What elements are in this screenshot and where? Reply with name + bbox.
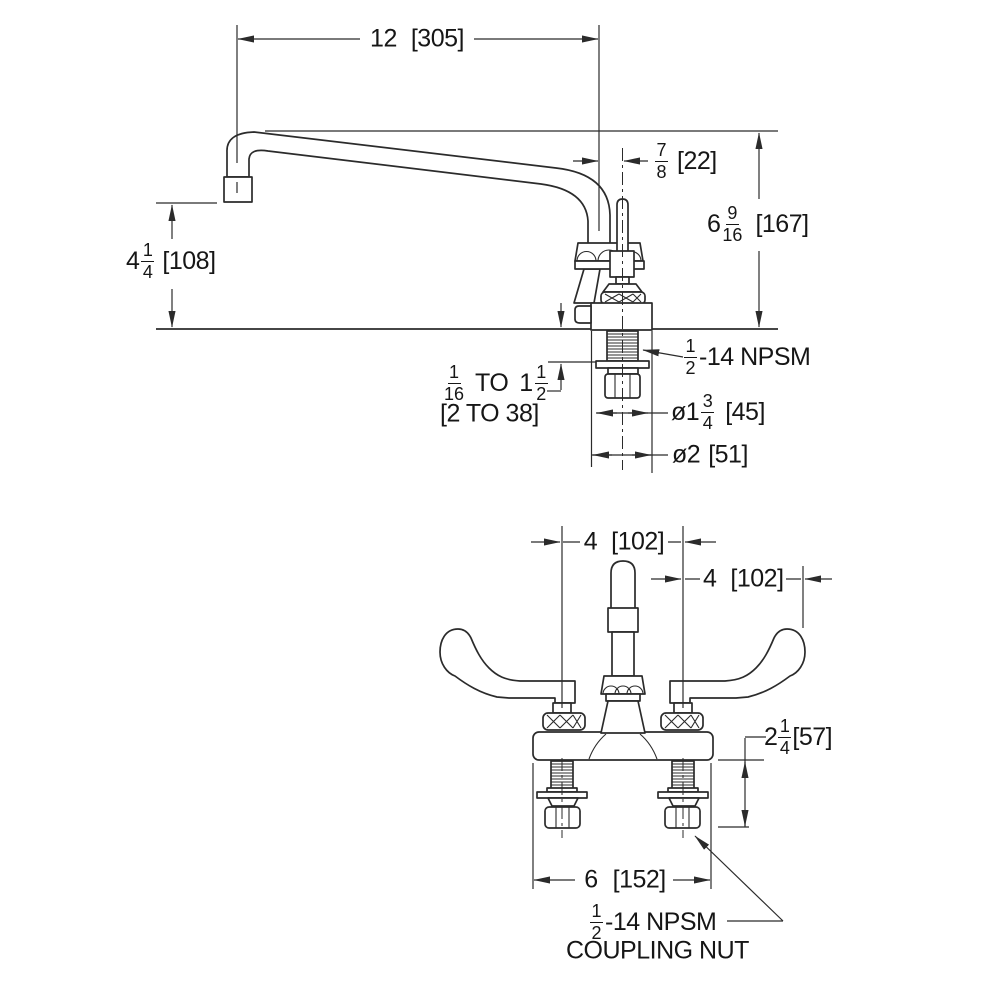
thread-spec: -14 NPSM [699,342,811,371]
dim-value-max: 1 1 2 [519,362,548,404]
dim-below-deck-clearance: 2 1 4 [57] [764,716,833,758]
dim-metric: [305] [410,24,465,53]
dim-fraction: 1 4 [141,240,155,282]
side-view-dimension-lines [156,35,763,459]
dim-fraction-max: 1 2 [534,362,548,404]
note-shank-thread: 1 2 -14 NPSM [684,336,811,378]
spout-swivel-nut [600,675,646,695]
dim-metric: [57] [792,722,833,751]
body-block [590,302,653,331]
thread-leader-line [642,349,684,358]
dim-fraction-min: 1 16 [444,362,465,404]
dim-handle-length: 4 [102] [703,565,784,594]
dim-spout-reach: 12 [305] [370,25,464,54]
dim-fraction: 1 2 [590,901,604,943]
extension-lines-base-width [532,763,712,889]
dim-metric: [102] [611,527,665,556]
dim-shank-diameter: ø2 [51] [672,441,748,470]
spout-neck [573,268,601,304]
base-boss-flare [588,733,658,760]
note-coupling-nut-line2: COUPLING NUT [566,937,749,966]
dim-metric: [102] [730,564,784,593]
dim-base-width: 6 [152] [584,866,666,895]
dim-fraction: 3 4 [701,391,715,433]
side-view-drawing [156,25,778,473]
dim-deck-thickness-metric: [2 TO 38] [440,400,539,429]
right-bonnet-knurl-pattern [664,714,700,729]
base-plate [532,731,714,761]
spout-ring [605,693,641,702]
left-handle-blade [439,628,576,704]
dim-value: 2 [764,722,778,751]
dim-value: ø2 [672,440,701,469]
dim-metric: [167] [755,209,809,238]
dim-metric: [108] [162,246,216,275]
dim-flange-diameter: ø1 3 4 [45] [671,392,765,432]
dim-fraction: 1 2 [684,336,698,378]
spout-top-end [610,560,636,611]
dim-metric: [51] [708,440,748,469]
dim-value: 12 [370,24,397,53]
dim-metric: [45] [725,397,765,426]
bonnet-knurl-pattern [604,293,642,303]
note-text: COUPLING NUT [566,936,749,965]
dim-spout-height: 6 9 16 [167] [707,204,809,244]
dim-value: 6 [584,865,598,894]
spout-base-neck [600,700,646,734]
dim-value: 4 [583,527,598,556]
right-handle-bonnet [660,712,704,731]
dim-fraction: 1 4 [778,716,792,758]
note-coupling-nut-line1: 1 2 -14 NPSM [590,901,717,943]
dim-fraction: 9 16 [722,203,743,245]
coupling-leader-line [694,835,784,922]
spout-column [611,631,635,677]
extension-lines-handle-axes [561,526,684,708]
front-view-drawing [439,526,832,922]
dim-deck-thickness-range: 1 16 TO 1 1 2 [444,363,548,403]
dim-handle-offset: 7 8 [22] [655,141,717,181]
thread-spec: -14 NPSM [605,907,717,936]
right-handle-blade [669,628,806,704]
lock-nut-facets [614,374,631,398]
dim-fraction: 7 8 [655,140,669,182]
shank-centerlines [561,758,684,838]
front-view-dimension-lines [531,526,832,922]
left-handle-bonnet [542,712,586,731]
dim-metric: [22] [677,146,717,175]
spout-outline [226,131,611,245]
spout-swivel-scallops [602,685,644,695]
left-bonnet-knurl-pattern [546,714,582,729]
dim-value: ø1 3 4 [671,391,715,433]
spout-collar [607,607,639,633]
dim-value: 4 1 4 [126,240,155,282]
dim-metric: [152] [612,865,667,894]
dim-value: 6 9 16 [707,203,743,245]
dim-value: 4 [703,564,717,593]
body-step [574,305,592,324]
range-joiner: TO [475,368,509,397]
spout-outlet [223,176,253,203]
dim-metric: [2 TO 38] [440,399,539,428]
dim-outlet-clearance: 4 1 4 [108] [126,241,216,281]
dim-handle-spread: 4 [102] [584,528,665,557]
